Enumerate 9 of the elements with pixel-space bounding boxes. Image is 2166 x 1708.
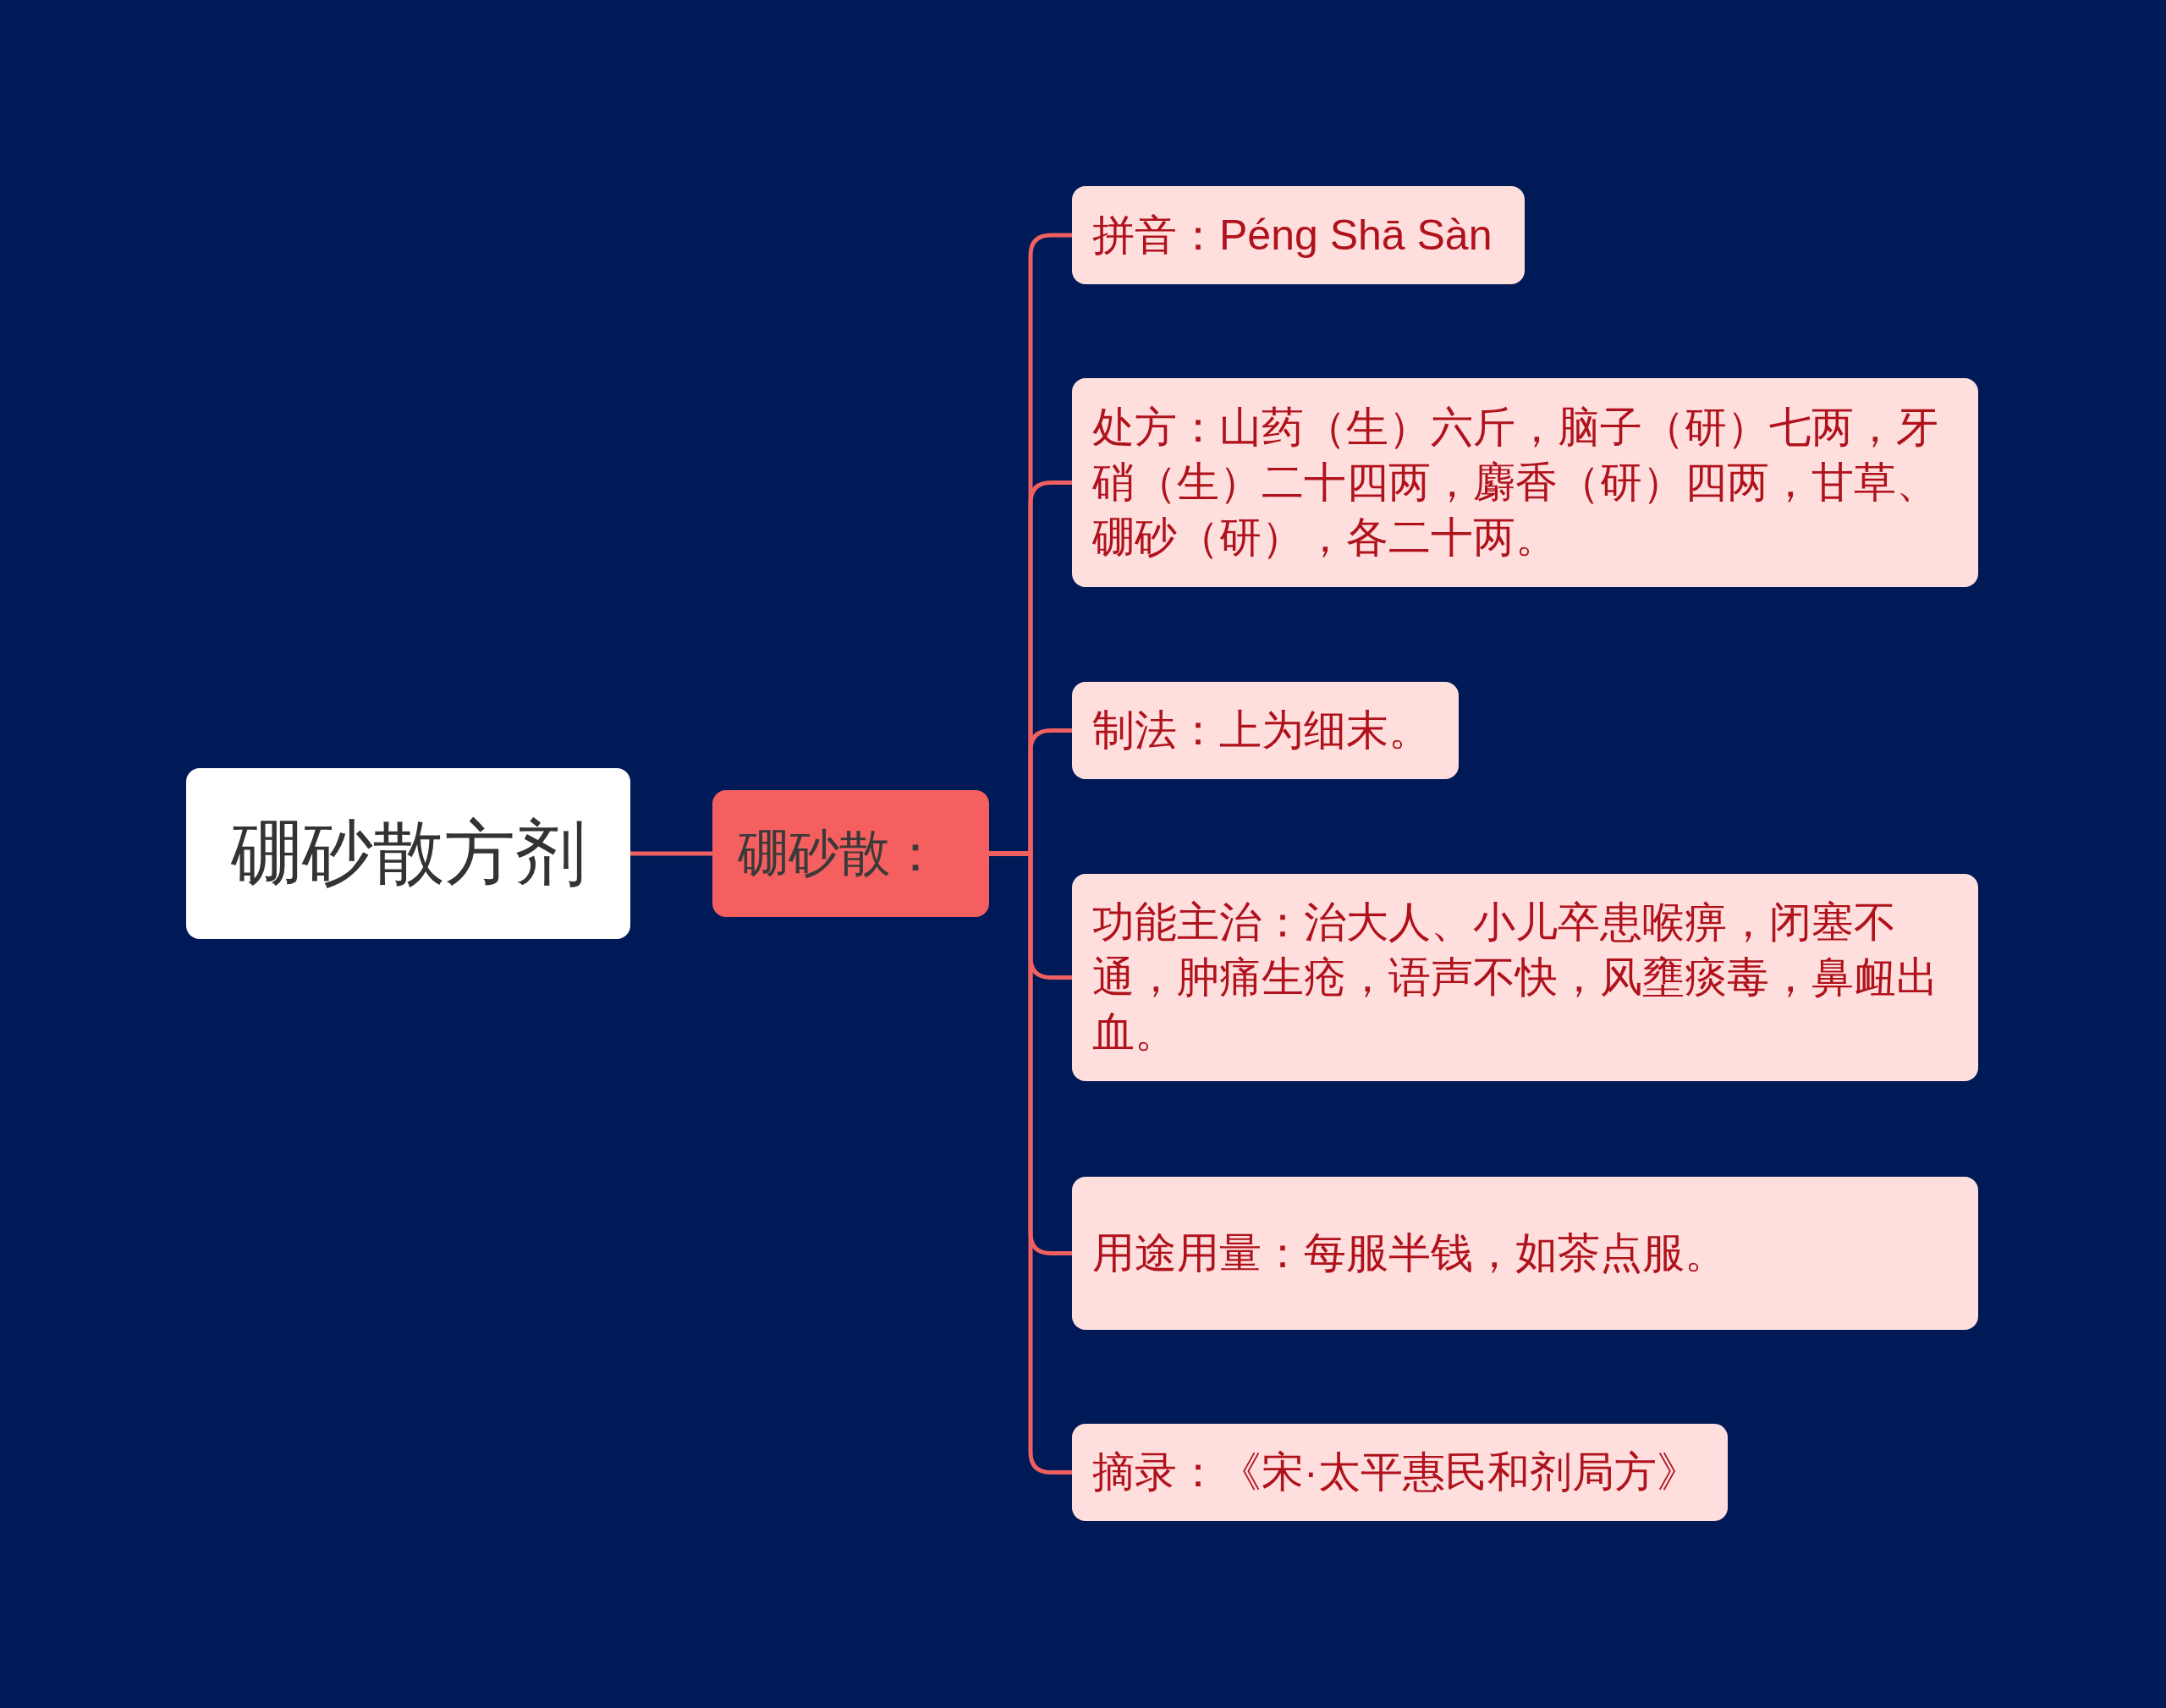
subtopic-box: 处方：山药（生）六斤，脑子（研）七两，牙硝（生）二十四两，麝香（研）四两，甘草、硼砂（研），各二十两。 [1072,378,1978,587]
subtopic-box: 摘录：《宋·太平惠民和剂局方》 [1072,1424,1728,1521]
connector-line [630,851,712,856]
main-topic-box: 硼砂散： [712,790,989,917]
root-topic-box: 硼砂散方剂 [186,768,630,939]
subtopic-box: 制法：上为细末。 [1072,682,1459,779]
subtopic-box: 用途用量：每服半钱，如茶点服。 [1072,1177,1978,1330]
subtopic-box: 拼音：Péng Shā Sàn [1072,186,1525,284]
subtopic-box: 功能主治：治大人、小儿卒患喉痹，闭塞不通，肿痛生疮，语声不快，风壅痰毒，鼻衄出血。 [1072,874,1978,1081]
